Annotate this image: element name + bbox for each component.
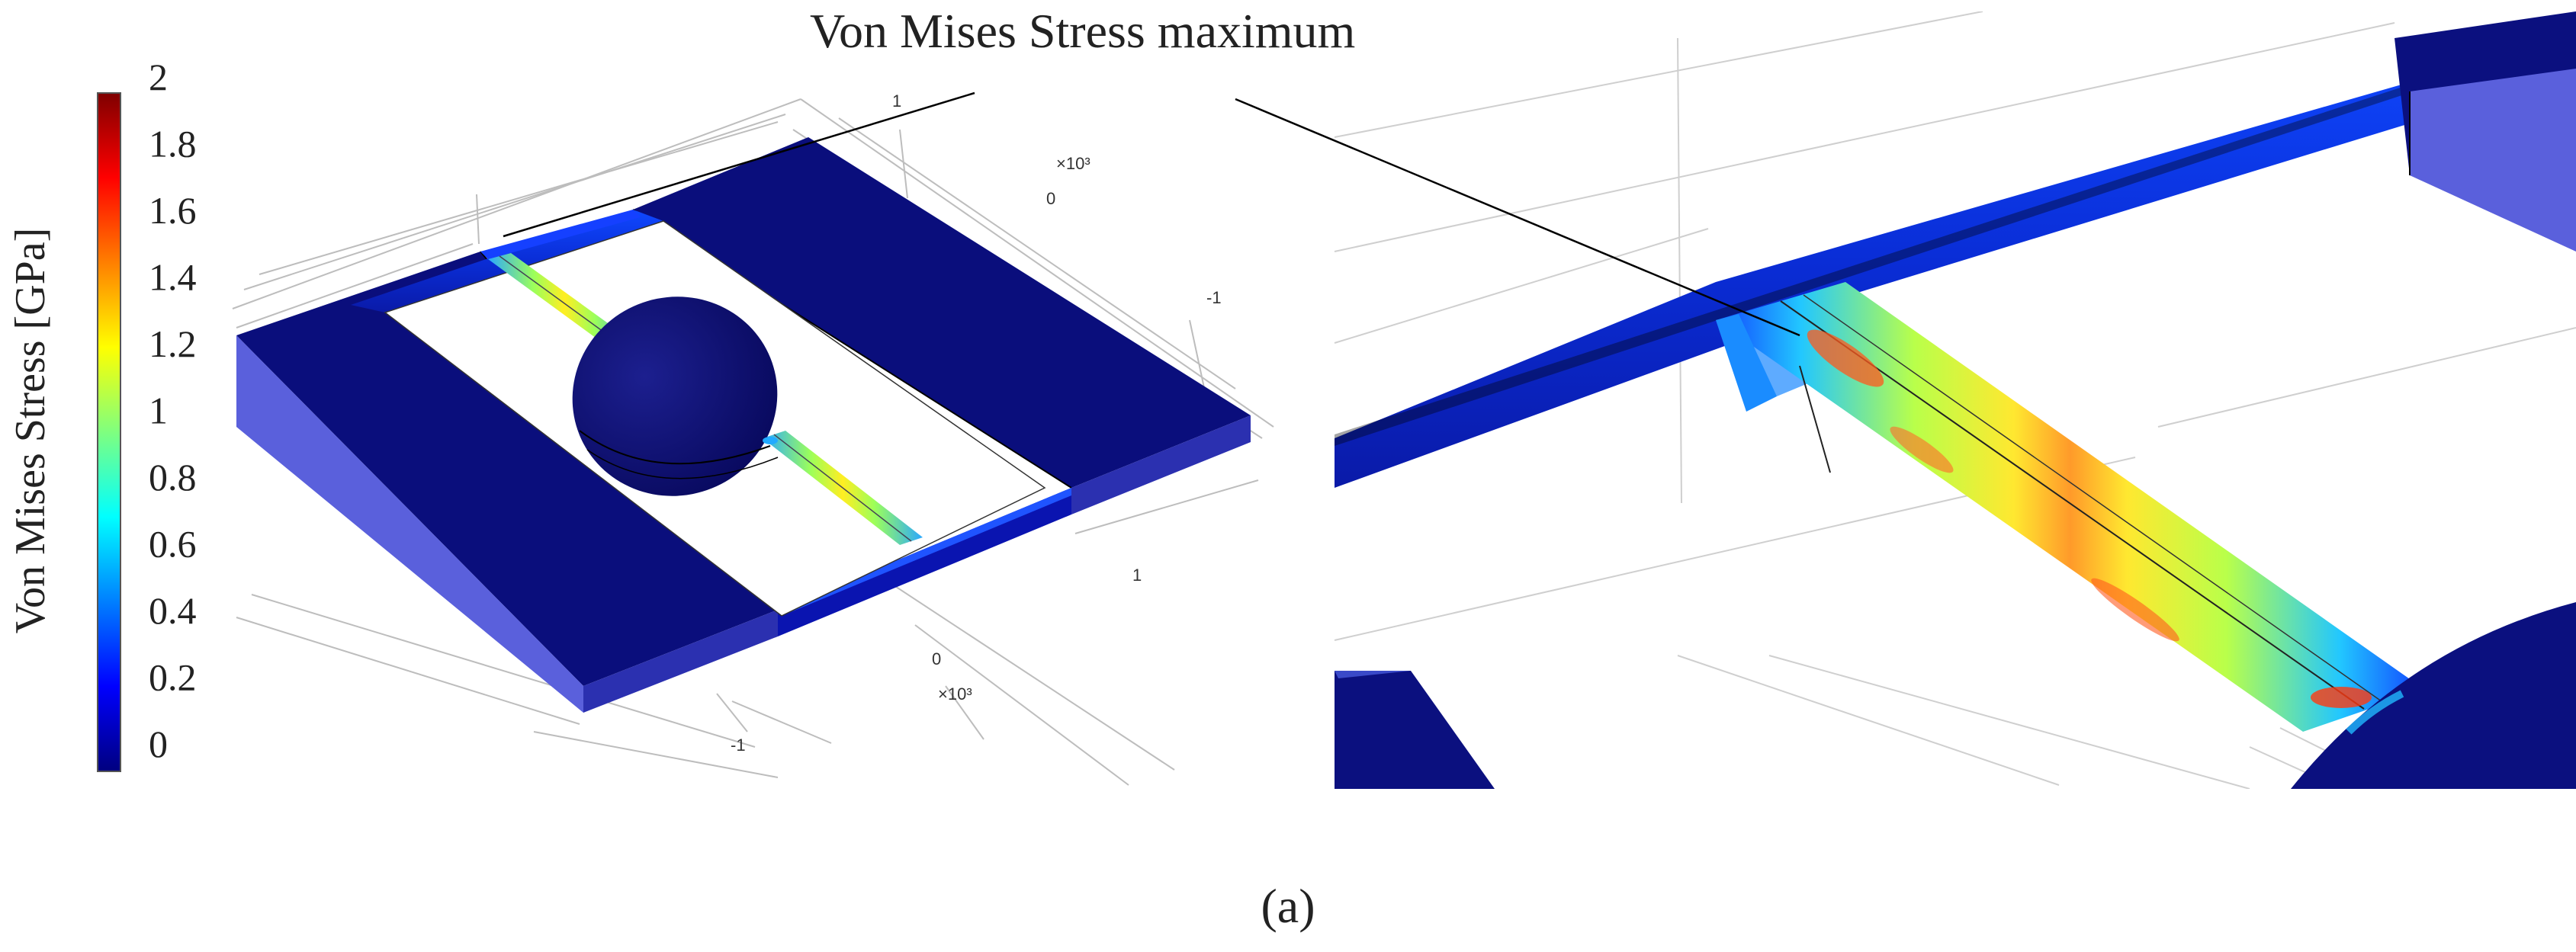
colorbar-tick-label: 1.8 bbox=[149, 123, 197, 165]
colorbar-tick-label: 0.6 bbox=[149, 523, 197, 566]
lower-beam bbox=[763, 431, 923, 545]
max-stress-annotation: Von Mises Stress maximum bbox=[810, 4, 1355, 58]
colorbar-tick-label: 0.2 bbox=[149, 656, 197, 699]
axis-tick-1-top: 1 bbox=[892, 91, 901, 111]
zoom-view bbox=[1235, 11, 2576, 789]
axis-tick-m1-bottom: -1 bbox=[731, 736, 746, 755]
colorbar-tick-label: 1.2 bbox=[149, 322, 197, 365]
axis-tick-labels: 1 0 -1 1 0 -1 ×10³ ×10³ bbox=[731, 91, 1222, 755]
axis-tick-m1-top: -1 bbox=[1206, 288, 1222, 307]
colorbar-tick-label: 0.4 bbox=[149, 589, 197, 632]
leader-line-right bbox=[1235, 98, 1800, 337]
colorbar-tick-label: 1.6 bbox=[149, 189, 197, 232]
colorbar-tick-label: 0.8 bbox=[149, 456, 197, 498]
axis-tick-0-top: 0 bbox=[1046, 189, 1055, 208]
colorbar-label: Von Mises Stress [GPa] bbox=[7, 228, 54, 634]
zoom-lower-left-pad bbox=[1335, 671, 1495, 789]
colorbar: 2 1.8 1.6 1.4 1.2 1 0.8 0.6 0.4 0.2 0 Von Mises St… bbox=[7, 56, 197, 772]
zoom-proof-mass bbox=[2291, 602, 2576, 789]
proof-mass bbox=[572, 296, 779, 496]
axis-tick-0-bottom: 0 bbox=[932, 649, 941, 668]
axis-scale-label-top: ×10³ bbox=[1056, 154, 1090, 173]
colorbar-tick-label: 1 bbox=[149, 389, 168, 432]
colorbar-tick-label: 2 bbox=[149, 56, 168, 98]
leader-line-left bbox=[503, 91, 975, 238]
axis-tick-1-bottom: 1 bbox=[1132, 566, 1142, 585]
colorbar-tick-label: 1.4 bbox=[149, 256, 197, 299]
colorbar-gradient bbox=[97, 92, 121, 772]
left-model-view: 1 0 -1 1 0 -1 ×10³ ×10³ bbox=[232, 91, 1274, 786]
colorbar-tick-label: 0 bbox=[149, 723, 168, 765]
figure-caption: (a) bbox=[1261, 879, 1315, 933]
axis-scale-label-bottom: ×10³ bbox=[938, 684, 972, 704]
colorbar-ticks: 2 1.8 1.6 1.4 1.2 1 0.8 0.6 0.4 0.2 0 bbox=[149, 56, 197, 765]
zoom-beam bbox=[1716, 282, 2425, 732]
zoom-top-rail bbox=[1335, 34, 2576, 488]
